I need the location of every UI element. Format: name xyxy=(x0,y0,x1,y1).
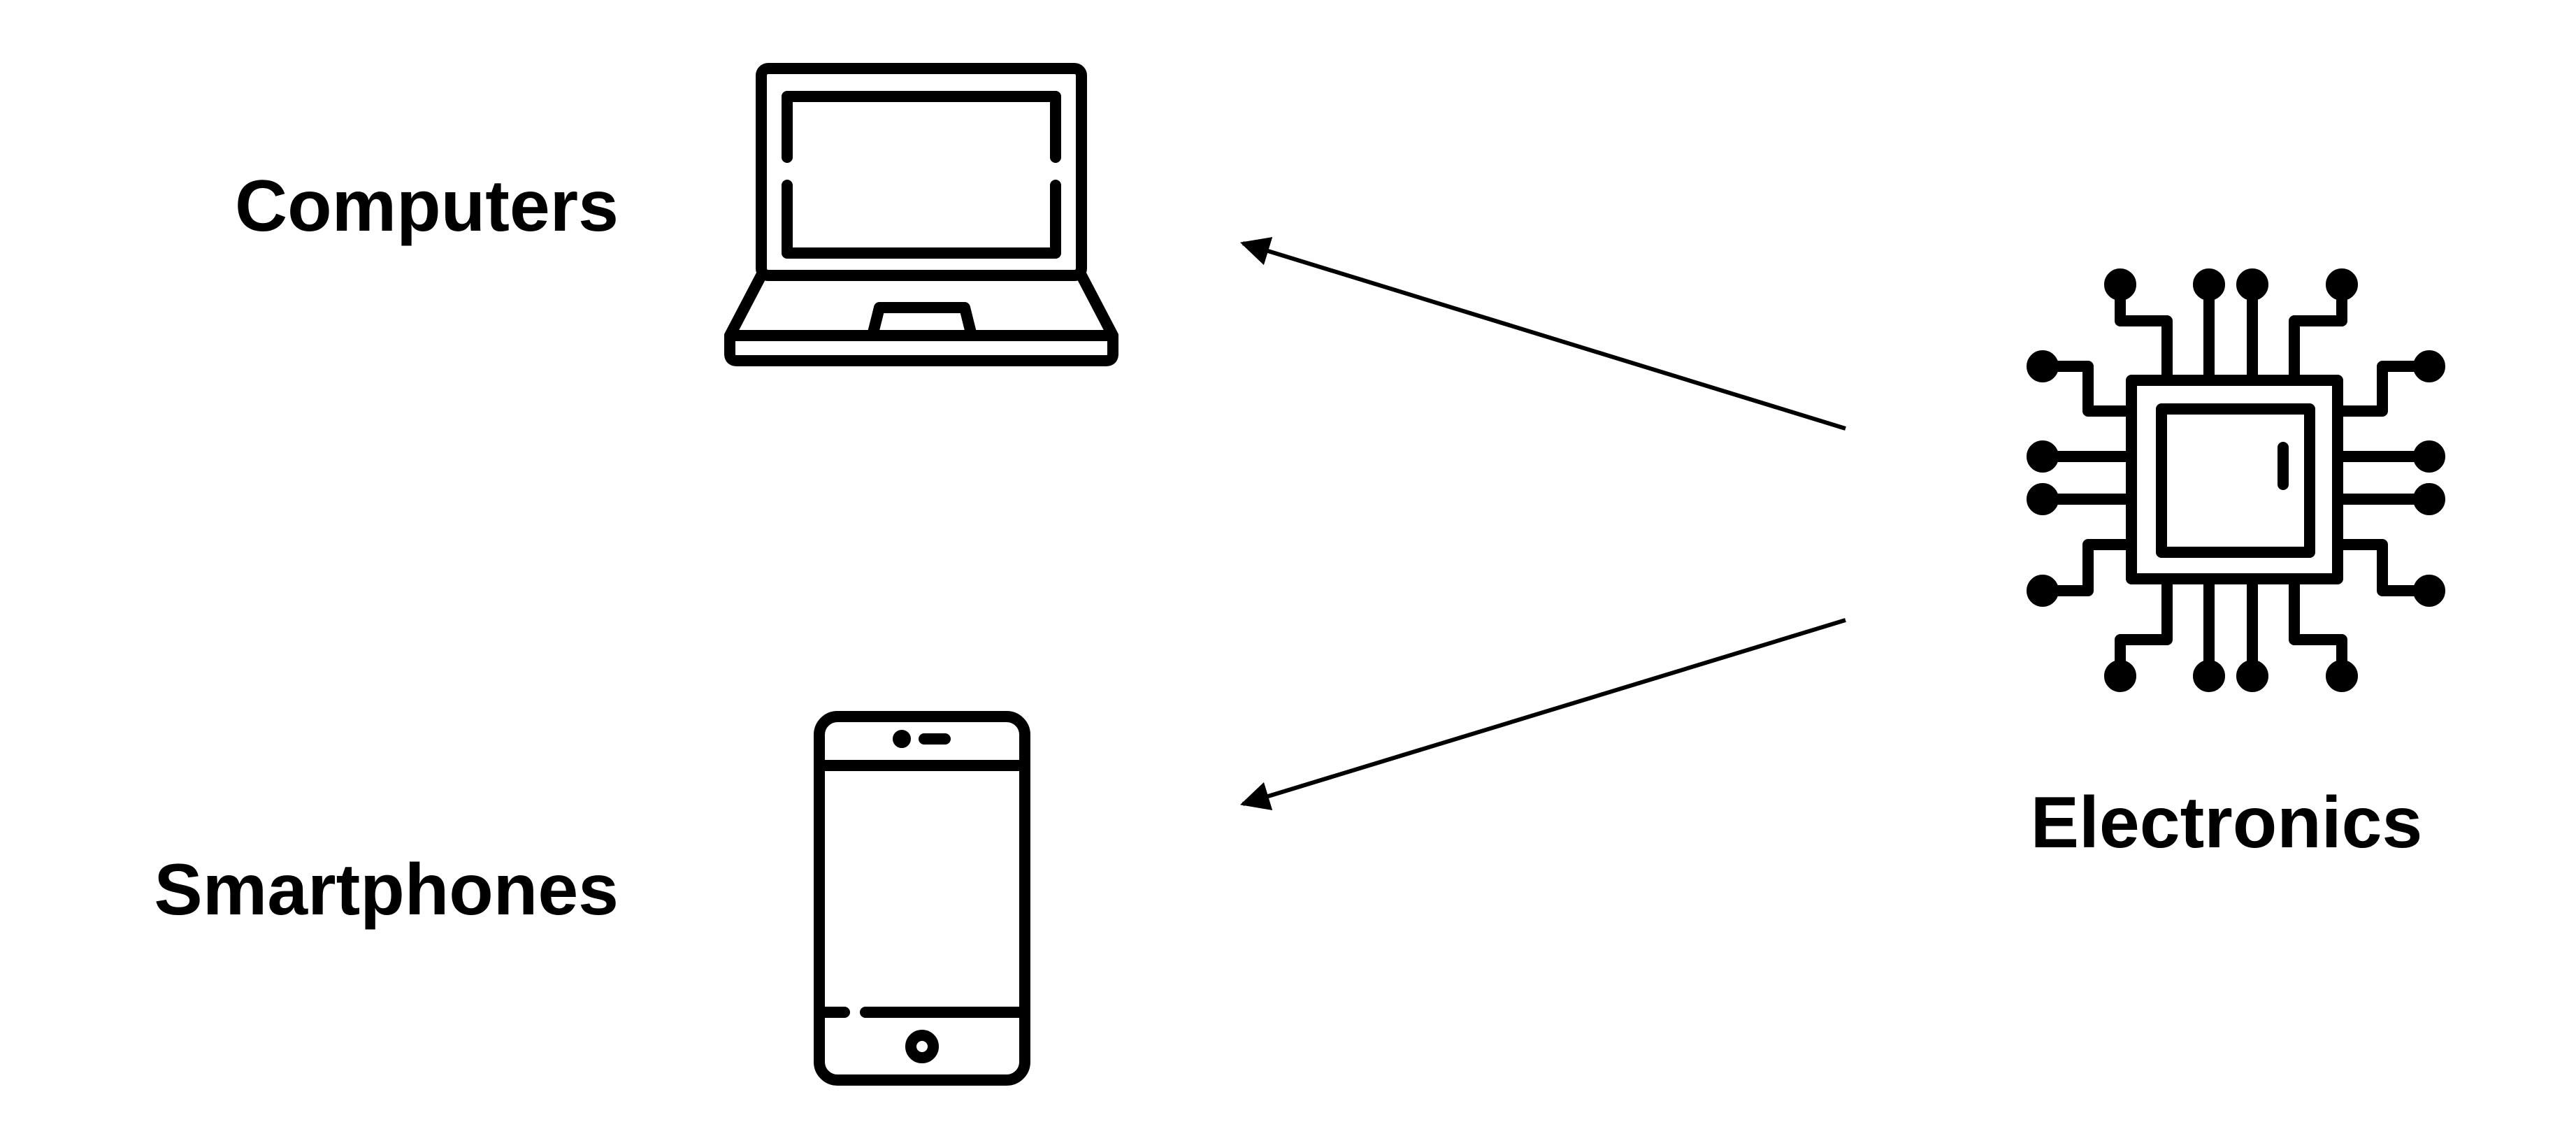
smartphone-icon xyxy=(814,711,1030,1086)
arrow-electronics-to-computers xyxy=(1239,237,1846,431)
smartphones-label: Smartphones xyxy=(154,849,619,930)
computers-label: Computers xyxy=(235,166,619,247)
laptop-icon xyxy=(724,63,1118,366)
arrow-electronics-to-smartphones xyxy=(1239,618,1846,811)
electronics-label: Electronics xyxy=(2031,782,2423,863)
microchip-icon xyxy=(2027,268,2445,692)
